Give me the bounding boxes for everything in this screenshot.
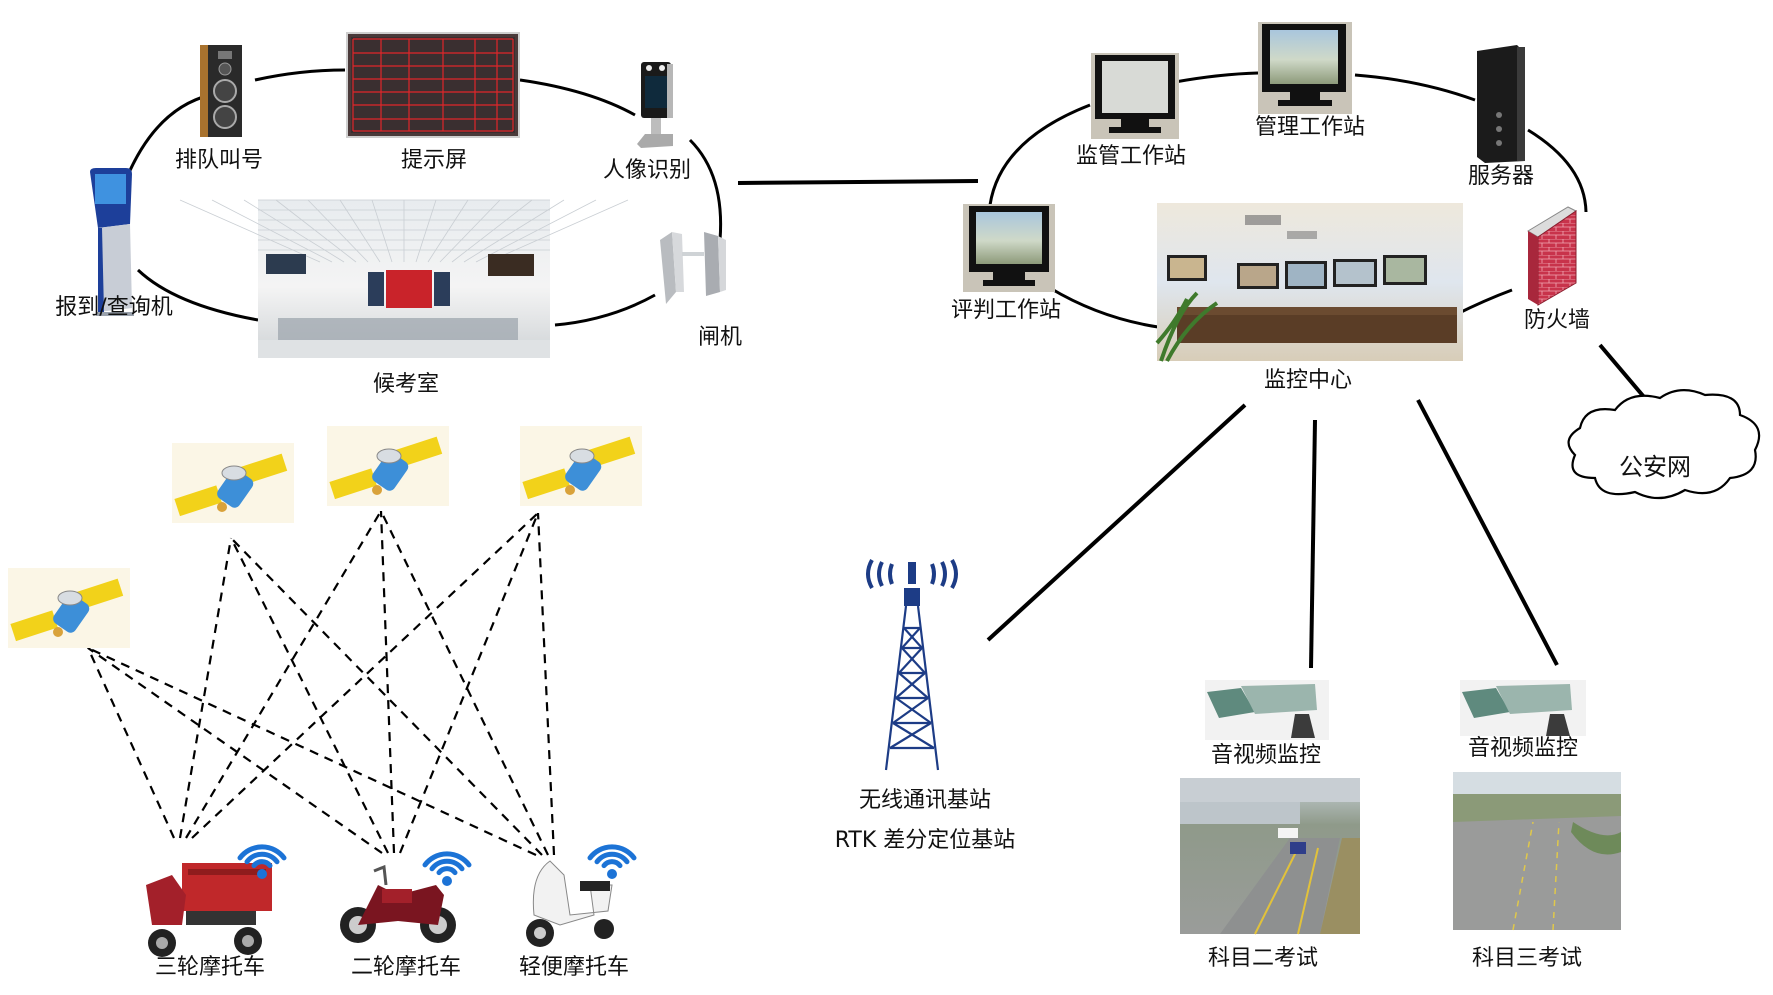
satellite-links <box>86 510 556 856</box>
speaker-icon <box>200 45 242 137</box>
satellite-icon <box>327 426 449 506</box>
base-station-label-2: RTK 差分定位基站 <box>834 828 1016 853</box>
waiting-area-ring <box>118 68 723 327</box>
satellite-link <box>230 537 389 854</box>
ring-link <box>988 103 1091 206</box>
satellite-link <box>178 537 233 839</box>
satellite-link <box>398 512 540 854</box>
supervise-workstation-label: 监管工作站 <box>1075 144 1187 169</box>
firewall-icon <box>1527 206 1577 306</box>
ring-link <box>1527 128 1588 213</box>
ring-link <box>1354 73 1476 102</box>
satellite-link <box>87 647 383 854</box>
ring-link <box>1174 71 1259 84</box>
server-label: 服务器 <box>1467 164 1535 189</box>
exam3-camera-label: 音视频监控 <box>1467 736 1579 761</box>
satellite-link <box>536 512 556 856</box>
ring-link <box>118 93 211 196</box>
kiosk-label: 报到/查询机 <box>55 295 173 320</box>
control-area-ring <box>988 71 1588 329</box>
ring-link <box>519 78 636 117</box>
motorcycle-label: 二轮摩托车 <box>350 955 462 980</box>
scooter-label: 轻便摩托车 <box>518 955 630 980</box>
tricycle-motorcycle-icon <box>146 863 272 957</box>
monitor-icon <box>963 204 1055 292</box>
server-icon <box>1477 45 1525 163</box>
satellite-link <box>379 510 396 854</box>
waiting-room-label: 候考室 <box>372 372 440 397</box>
base-station-label-1: 无线通讯基站 <box>858 788 992 813</box>
police-net-label: 公安网 <box>1619 453 1691 481</box>
judge-workstation-label: 评判工作站 <box>950 298 1062 323</box>
ring-link <box>1049 286 1159 329</box>
ring-link <box>136 268 259 322</box>
ring-link <box>254 68 346 82</box>
satellite-link <box>87 647 537 856</box>
satellite-link <box>185 510 382 839</box>
satellite-icon <box>172 443 294 523</box>
wifi-icon <box>237 844 287 879</box>
exam2-camera-label: 音视频监控 <box>1210 743 1322 768</box>
monitor-icon <box>1091 53 1179 139</box>
ring-link <box>1454 288 1513 317</box>
face-recognition-icon <box>637 62 673 148</box>
inter-area-link <box>737 179 979 185</box>
control-center-photo <box>1155 203 1463 362</box>
tricycle-label: 三轮摩托车 <box>154 955 266 980</box>
radio-tower-icon <box>866 559 958 771</box>
exam2-label: 科目二考试 <box>1207 946 1319 971</box>
queue-label: 排队叫号 <box>174 148 264 173</box>
wifi-icon <box>587 844 637 879</box>
center-exam2-link <box>1309 419 1317 669</box>
center-tower-link <box>986 403 1247 642</box>
screen-label: 提示屏 <box>400 148 468 173</box>
exam3-label: 科目三考试 <box>1471 946 1583 971</box>
control-center-label: 监控中心 <box>1263 368 1353 393</box>
led-screen-icon <box>346 32 520 138</box>
police-net-cloud <box>1567 389 1761 500</box>
face-recognition-label: 人像识别 <box>602 158 692 183</box>
satellite-icon <box>520 426 642 506</box>
satellite-link <box>380 510 549 856</box>
gate-label: 闸机 <box>697 325 743 350</box>
exam-site-3-photo <box>1453 772 1621 931</box>
satellite-icon <box>8 568 130 648</box>
kiosk-icon <box>90 168 134 316</box>
turnstile-gate-icon <box>660 232 726 304</box>
wifi-icon <box>422 851 472 886</box>
ring-link <box>554 293 656 327</box>
ring-link <box>688 138 723 241</box>
satellite-link <box>86 647 176 839</box>
surveillance-camera-icon <box>1205 680 1329 740</box>
exam-site-2-photo <box>1180 778 1360 935</box>
waiting-room-photo <box>179 199 629 358</box>
surveillance-camera-icon <box>1460 680 1586 736</box>
satellite-link <box>230 537 543 856</box>
motorcycle-icon <box>340 864 456 943</box>
center-exam3-link <box>1416 399 1559 666</box>
scooter-icon <box>526 860 614 947</box>
firewall-label: 防火墙 <box>1523 308 1591 333</box>
manage-workstation-label: 管理工作站 <box>1254 115 1366 140</box>
monitor-icon <box>1258 22 1352 114</box>
